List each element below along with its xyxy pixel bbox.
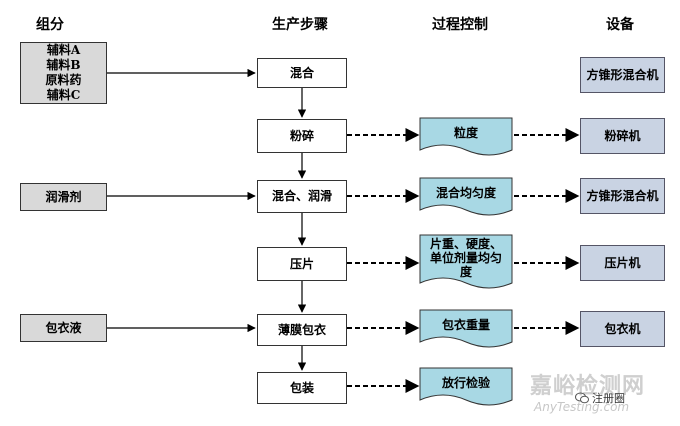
header-components: 组分 <box>36 17 64 33</box>
equipment-mix: 方锥形混合机 <box>580 57 665 93</box>
header-control: 过程控制 <box>432 17 488 33</box>
watermark-main: 嘉峪检测网 <box>530 374 646 399</box>
step-crush: 粉碎 <box>257 119 347 153</box>
control-shape-coating <box>419 309 513 348</box>
control-tablet-line: 片重、硬度、 <box>429 237 502 251</box>
control-tablet-line: 单位剂量均匀 <box>429 251 502 265</box>
control-package: 放行检验 <box>441 376 490 390</box>
header-equipment: 设备 <box>606 17 634 33</box>
step-coating: 薄膜包衣 <box>257 314 347 346</box>
control-tablet: 片重、硬度、 单位剂量均匀 度 <box>420 235 512 281</box>
watermark-sub: AnyTesting.com <box>534 400 630 414</box>
control-shape-tablet <box>419 234 513 289</box>
control-shape-package <box>419 367 513 406</box>
control-crush: 粒度 <box>453 126 478 140</box>
social-label: 注册圈 <box>592 392 625 405</box>
control-lubricate: 混合均匀度 <box>435 186 496 200</box>
watermark: 嘉峪检测网 AnyTesting.com <box>530 368 645 414</box>
step-tablet: 压片 <box>257 247 347 281</box>
equipment-lubricate: 方锥形混合机 <box>580 178 665 214</box>
component-item: 辅料B <box>46 58 81 72</box>
header-steps: 生产步骤 <box>272 17 328 33</box>
social-tag: 注册圈 <box>575 390 625 406</box>
component-item: 辅料A <box>46 43 81 57</box>
control-shape-lubricate <box>419 177 513 216</box>
control-tablet-line: 度 <box>459 265 472 279</box>
step-package: 包装 <box>257 372 347 404</box>
component-item: 辅料C <box>46 88 81 102</box>
step-mix-lubricate: 混合、润滑 <box>257 180 347 213</box>
control-coating: 包衣重量 <box>441 318 490 332</box>
component-lubricant: 润滑剂 <box>20 183 107 211</box>
component-group-box: 辅料A 辅料B 原料药 辅料C <box>20 42 107 104</box>
wechat-icon <box>575 392 589 404</box>
component-item: 原料药 <box>45 73 82 87</box>
equipment-tablet: 压片机 <box>580 245 665 281</box>
equipment-crush: 粉碎机 <box>580 118 665 154</box>
step-mix: 混合 <box>257 58 347 88</box>
control-shape-crush <box>419 117 513 156</box>
equipment-coating: 包衣机 <box>580 311 665 347</box>
component-coating-liquid: 包衣液 <box>20 314 107 342</box>
